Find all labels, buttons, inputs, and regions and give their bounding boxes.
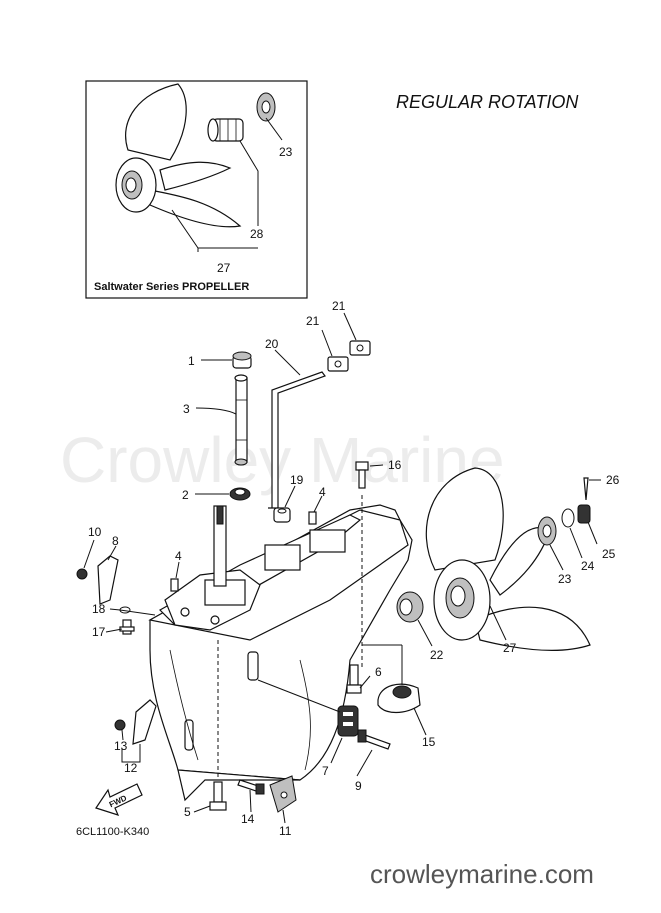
callout-9: 9 [355, 779, 362, 793]
callout-5: 5 [184, 805, 191, 819]
bolt-icon [346, 664, 362, 694]
callout-23: 23 [279, 145, 293, 159]
anode-icon [362, 644, 421, 714]
callout-25: 25 [602, 547, 616, 561]
dowel-pin-icon [170, 578, 179, 592]
grommet-icon [232, 351, 252, 369]
callout-14: 14 [241, 812, 255, 826]
callout-22: 22 [430, 648, 444, 662]
cotter-pin-icon [583, 477, 589, 501]
callout-27: 27 [503, 641, 517, 655]
callout-26: 26 [606, 473, 620, 487]
drive-shaft-icon [213, 505, 227, 587]
diagram-title: REGULAR ROTATION [396, 92, 579, 112]
saltwater-propeller-inset: 23 28 27 Saltwater Series PROPELLER [85, 80, 308, 299]
clip-icon [327, 340, 371, 372]
callout-17: 17 [92, 625, 106, 639]
callout-13: 13 [114, 739, 128, 753]
callout-4: 4 [319, 485, 326, 499]
screw-icon [357, 729, 391, 750]
callout-2: 2 [182, 488, 189, 502]
callout-20: 20 [265, 337, 279, 351]
oil-seal-icon [396, 591, 424, 623]
callout-21: 21 [332, 299, 346, 313]
callout-19: 19 [290, 473, 304, 487]
bracket-icon [114, 699, 157, 745]
callout-27: 27 [217, 261, 231, 275]
callout-11: 11 [279, 824, 292, 838]
callout-12: 12 [124, 761, 138, 775]
plug-icon [337, 705, 359, 737]
propeller-icon [425, 467, 591, 652]
washer-icon [561, 508, 575, 528]
washer-icon [537, 516, 557, 546]
callout-24: 24 [581, 559, 595, 573]
callout-28: 28 [250, 227, 264, 241]
callout-10: 10 [88, 525, 102, 539]
callout-18: 18 [92, 602, 106, 616]
water-seal-icon [229, 487, 251, 501]
callout-7: 7 [322, 764, 329, 778]
fwd-arrow-icon: FWD [95, 783, 143, 816]
inset-bushing-icon [207, 118, 244, 142]
inset-washer-icon [256, 92, 276, 122]
callout-21: 21 [306, 314, 320, 328]
dowel-pin-icon [308, 511, 317, 525]
inset-caption: Saltwater Series PROPELLER [94, 281, 249, 293]
leader-lines [83, 312, 601, 824]
callout-8: 8 [112, 534, 119, 548]
callout-15: 15 [422, 735, 436, 749]
bracket-icon [76, 555, 119, 605]
cover-icon [269, 775, 297, 813]
watermark: Crowley Marine [60, 424, 505, 496]
callout-1: 1 [188, 354, 195, 368]
lower-case-housing [148, 504, 413, 802]
bolt-icon [237, 779, 265, 795]
callout-4: 4 [175, 549, 182, 563]
callout-3: 3 [183, 402, 190, 416]
nut-icon [577, 504, 591, 524]
inset-propeller-icon [115, 83, 242, 228]
callout-23: 23 [558, 572, 572, 586]
shift-rod-icon [268, 371, 326, 509]
site-url: crowleymarine.com [370, 859, 594, 889]
bush-icon [273, 507, 291, 523]
callout-16: 16 [388, 458, 402, 472]
screw-icon [119, 619, 135, 635]
bolt-icon [355, 461, 369, 670]
diagram-code: 6CL1100-K340 [76, 826, 149, 838]
callout-6: 6 [375, 665, 382, 679]
water-tube-icon [234, 374, 248, 466]
